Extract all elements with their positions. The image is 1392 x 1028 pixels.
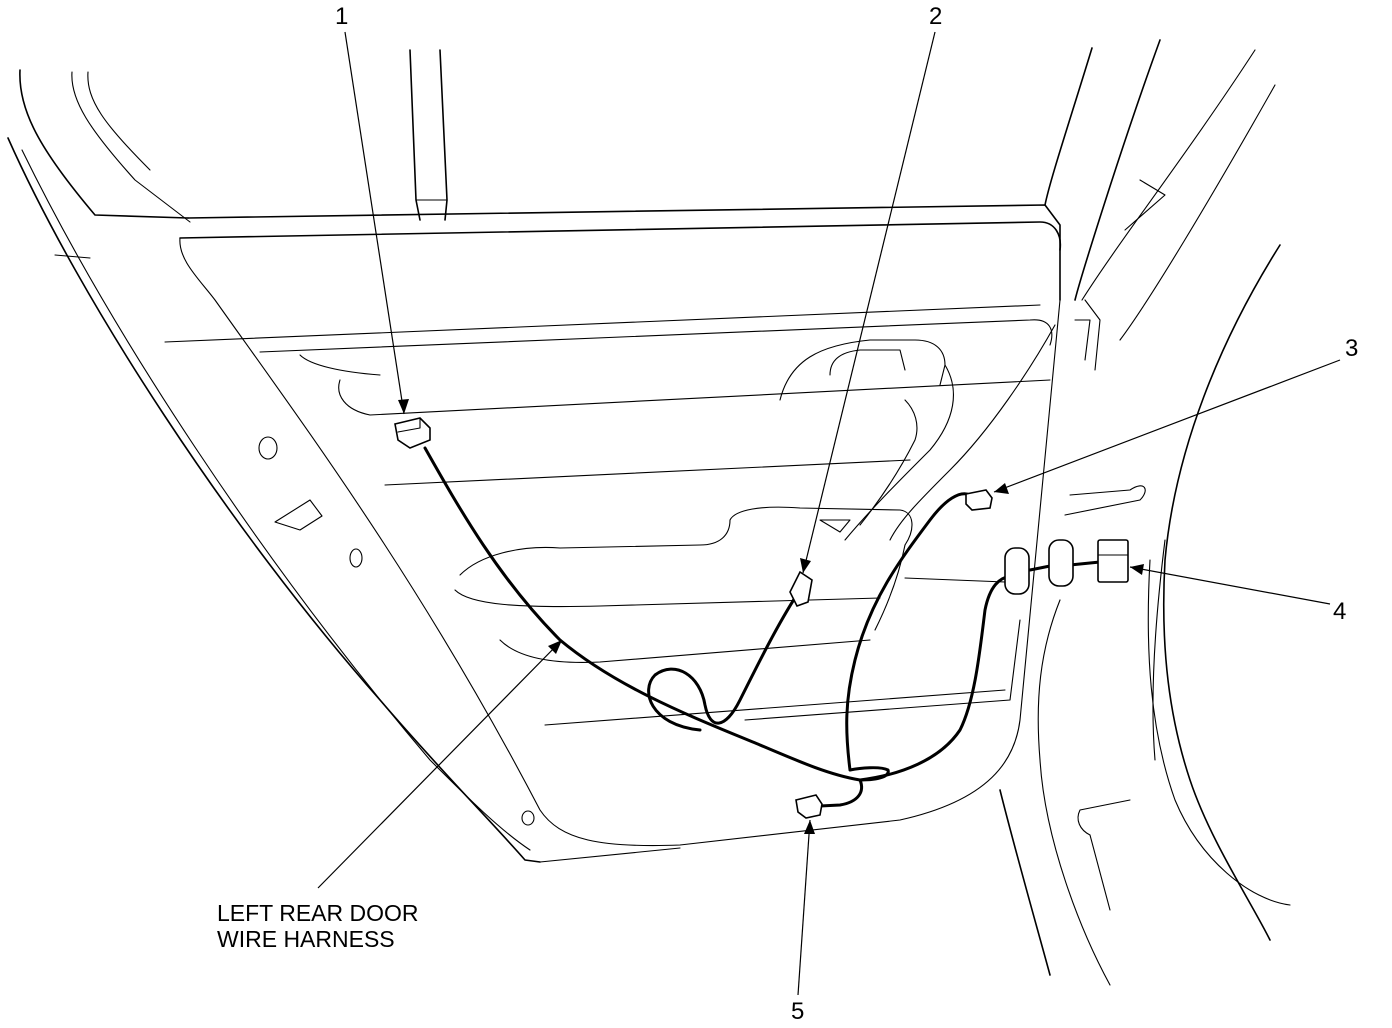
callout-5: 5 <box>791 998 805 1025</box>
callout-3: 3 <box>1345 335 1359 362</box>
connector-2 <box>789 570 813 607</box>
caption-line-1: LEFT REAR DOOR <box>217 900 419 926</box>
caption-line-2: WIRE HARNESS <box>217 926 395 952</box>
door-frame-outline <box>7 69 1062 863</box>
connector-1 <box>394 417 431 449</box>
leader-lines <box>317 31 1341 996</box>
callout-1: 1 <box>335 3 349 30</box>
body-pillar <box>999 39 1291 986</box>
connector-3 <box>965 489 993 511</box>
harness-caption: LEFT REAR DOOR WIRE HARNESS <box>217 900 419 952</box>
window-channel-post <box>409 49 448 221</box>
connector-5 <box>795 794 823 819</box>
connector-4-grommets <box>1004 539 1129 595</box>
wire-harness <box>423 446 1102 808</box>
callout-4: 4 <box>1333 598 1347 625</box>
callout-2: 2 <box>929 3 943 30</box>
door-panel-contours <box>54 254 1056 826</box>
